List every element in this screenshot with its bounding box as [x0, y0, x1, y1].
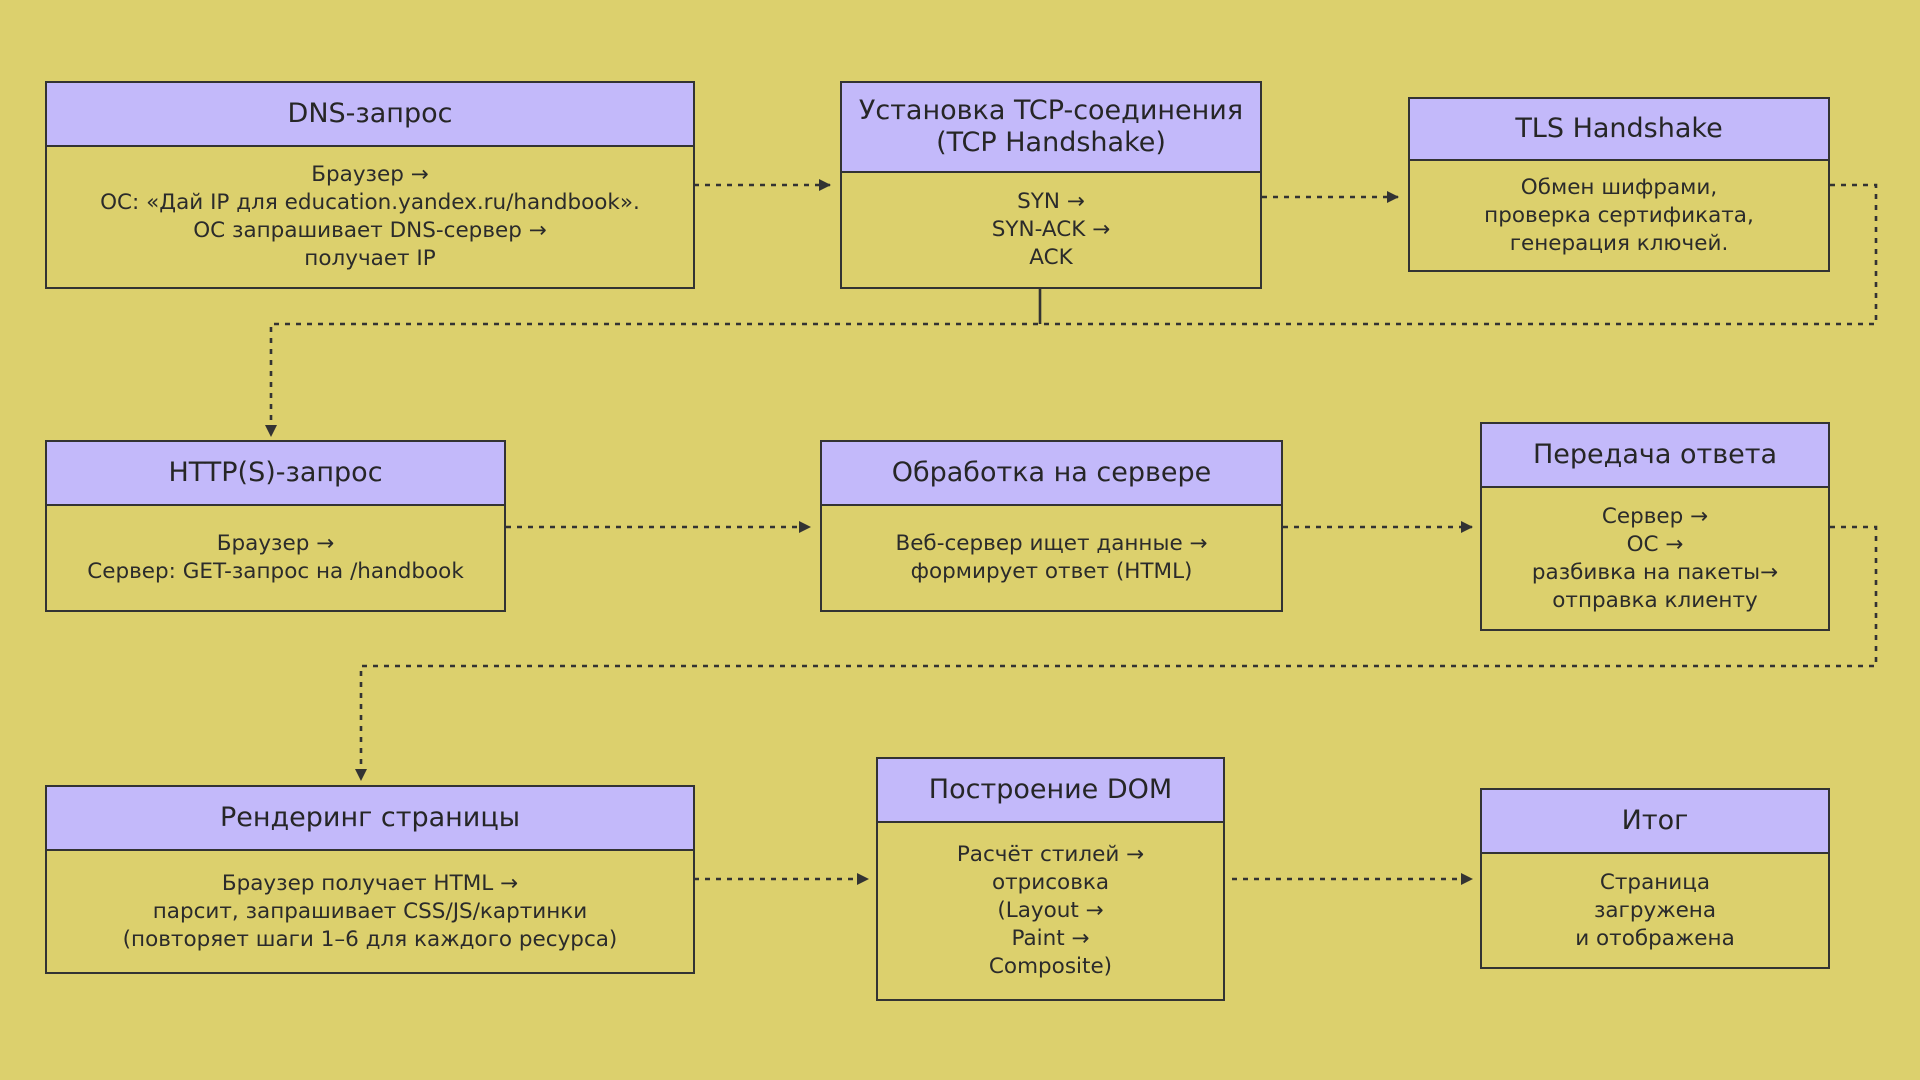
node-tcp-handshake-title: Установка TCP-соединения (TCP Handshake): [842, 83, 1260, 173]
node-dom-building-title: Построение DOM: [878, 759, 1223, 823]
node-page-rendering-body: Браузер получает HTML → парсит, запрашив…: [122, 870, 618, 952]
node-response-transfer-title: Передача ответа: [1482, 424, 1828, 488]
node-result: Итог Страница загружена и отображена: [1480, 788, 1830, 969]
node-http-request-body: Браузер → Сервер: GET-запрос на /handboo…: [87, 531, 464, 584]
node-tls-handshake-title: TLS Handshake: [1410, 99, 1828, 161]
node-tls-handshake: TLS Handshake Обмен шифрами, проверка се…: [1408, 97, 1830, 272]
node-http-request-title: HTTP(S)-запрос: [47, 442, 504, 506]
node-result-body: Страница загружена и отображена: [1575, 869, 1735, 951]
node-tls-handshake-body: Обмен шифрами, проверка сертификата, ген…: [1484, 174, 1754, 256]
node-dns-request-title: DNS-запрос: [47, 83, 693, 147]
node-result-title: Итог: [1482, 790, 1828, 854]
node-http-request: HTTP(S)-запрос Браузер → Сервер: GET-зап…: [45, 440, 506, 612]
node-dns-request: DNS-запрос Браузер → ОС: «Дай IP для edu…: [45, 81, 695, 289]
node-response-transfer: Передача ответа Сервер → ОС → разбивка н…: [1480, 422, 1830, 631]
node-response-transfer-body: Сервер → ОС → разбивка на пакеты→ отправ…: [1531, 503, 1779, 613]
node-server-processing-title: Обработка на сервере: [822, 442, 1281, 506]
node-server-processing: Обработка на сервере Веб-сервер ищет дан…: [820, 440, 1283, 612]
node-tcp-handshake: Установка TCP-соединения (TCP Handshake)…: [840, 81, 1262, 289]
node-server-processing-body: Веб-сервер ищет данные → формирует ответ…: [895, 531, 1208, 584]
node-page-rendering-title: Рендеринг страницы: [47, 787, 693, 851]
node-tcp-handshake-body: SYN → SYN-ACK → ACK: [991, 189, 1111, 270]
node-dns-request-body: Браузер → ОС: «Дай IP для education.yand…: [100, 162, 640, 271]
node-dom-building: Построение DOM Расчёт стилей → отрисовка…: [876, 757, 1225, 1001]
node-page-rendering: Рендеринг страницы Браузер получает HTML…: [45, 785, 695, 974]
node-dom-building-body: Расчёт стилей → отрисовка (Layout → Pain…: [956, 842, 1145, 979]
